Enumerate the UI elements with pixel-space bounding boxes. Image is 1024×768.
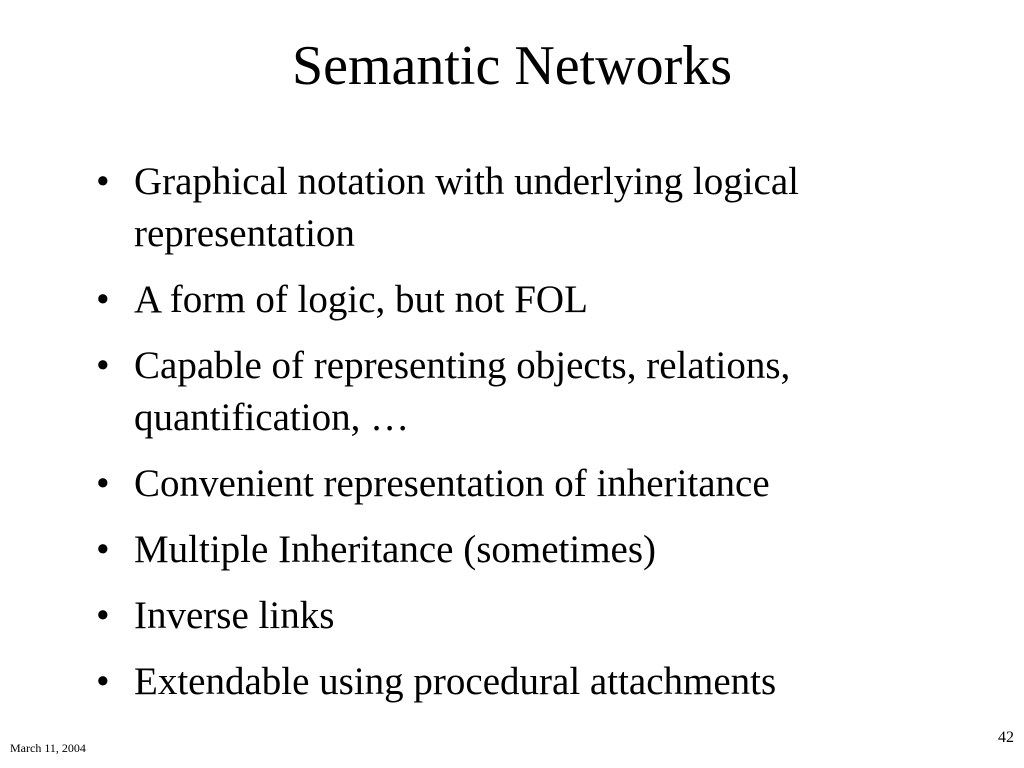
bullet-item: • Graphical notation with underlying log… (96, 156, 946, 260)
bullet-text: Graphical notation with underlying logic… (134, 160, 799, 255)
bullet-icon: • (96, 462, 110, 505)
bullet-item: • Inverse links (96, 590, 946, 642)
bullet-text: Convenient representation of inheritance (134, 462, 770, 505)
bullet-text: Extendable using procedural attachments (134, 660, 777, 703)
bullet-item: • Capable of representing objects, relat… (96, 340, 946, 444)
bullet-text: Inverse links (134, 594, 335, 637)
page-number: 42 (998, 729, 1014, 746)
bullet-list: • Graphical notation with underlying log… (96, 156, 946, 722)
bullet-text: Multiple Inheritance (sometimes) (134, 528, 657, 571)
bullet-icon: • (96, 660, 110, 703)
bullet-text: A form of logic, but not FOL (134, 278, 588, 321)
bullet-item: • Convenient representation of inheritan… (96, 458, 946, 510)
bullet-item: • Multiple Inheritance (sometimes) (96, 524, 946, 576)
bullet-item: • A form of logic, but not FOL (96, 274, 946, 326)
bullet-icon: • (96, 278, 110, 321)
slide-title: Semantic Networks (291, 35, 733, 97)
bullet-icon: • (96, 344, 110, 387)
bullet-text: Capable of representing objects, relatio… (134, 344, 791, 439)
bullet-item: • Extendable using procedural attachment… (96, 656, 946, 708)
bullet-icon: • (96, 594, 110, 637)
footer-date: March 11, 2004 (10, 741, 86, 755)
bullet-icon: • (96, 160, 110, 203)
bullet-icon: • (96, 528, 110, 571)
